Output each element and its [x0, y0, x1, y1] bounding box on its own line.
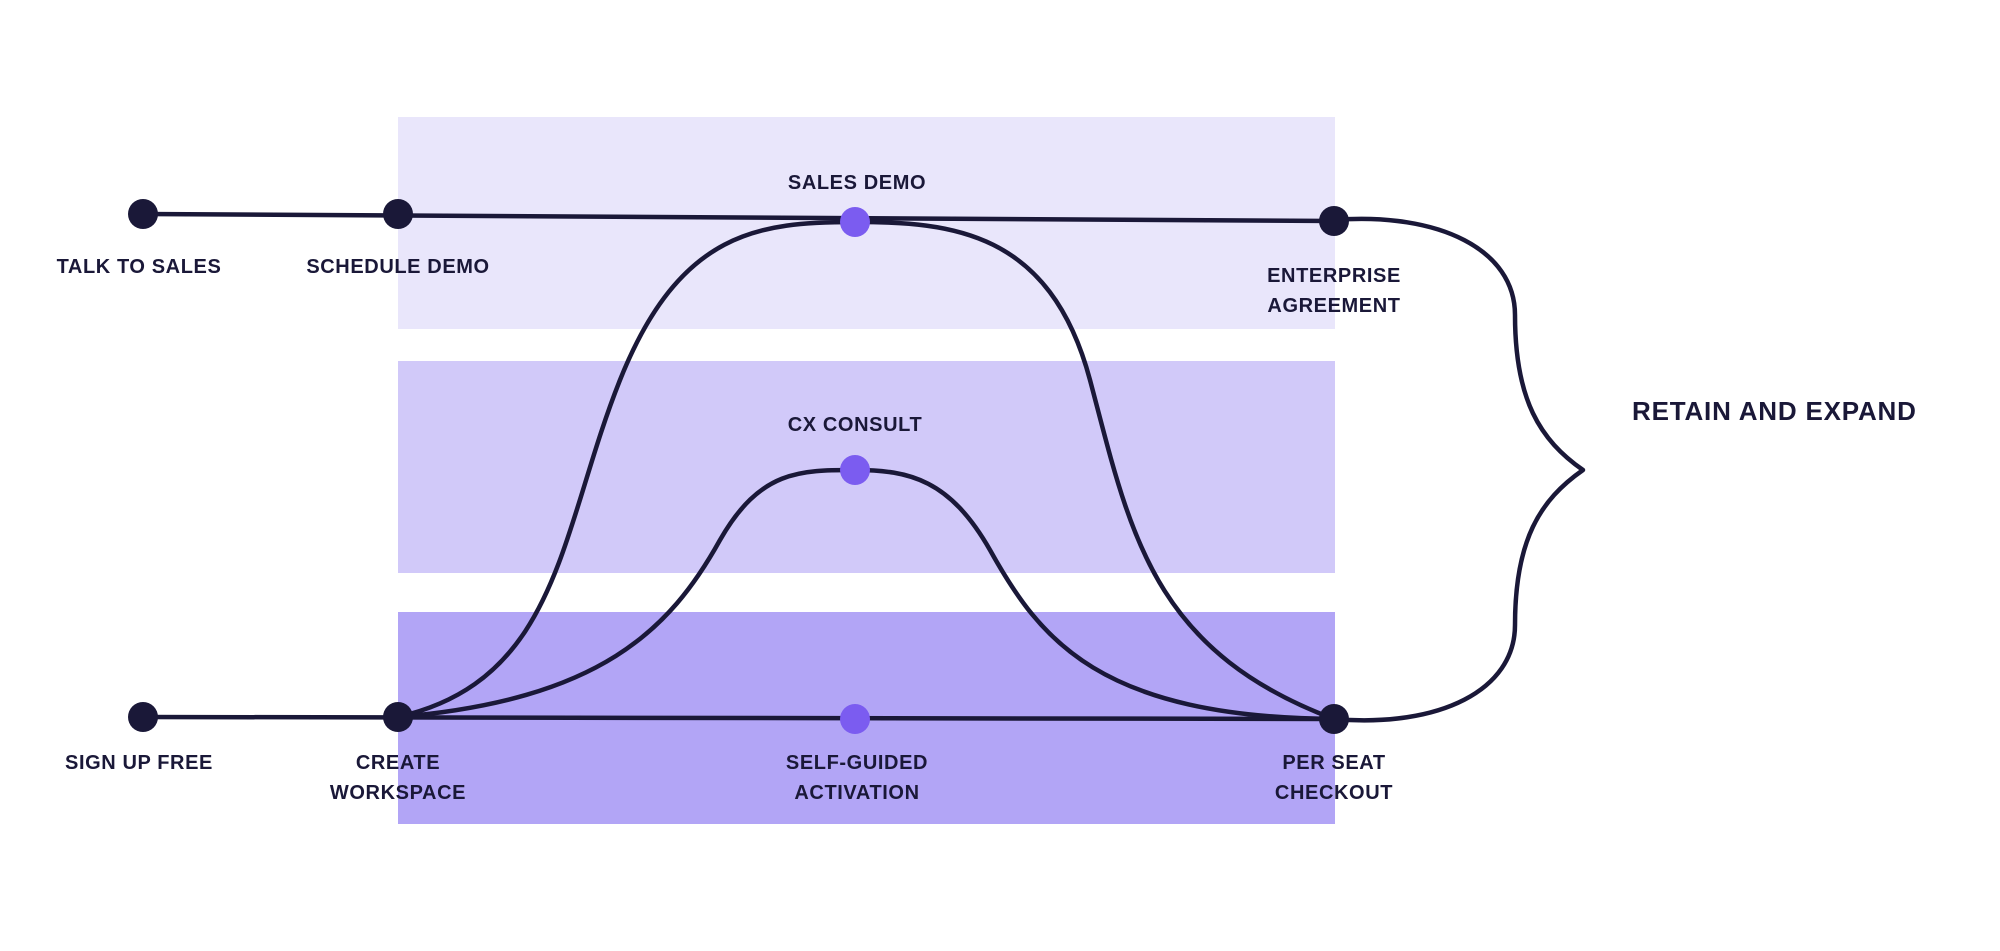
- talk-to-sales-label: TALK TO SALES: [57, 252, 222, 282]
- schedule-demo-node: [383, 199, 413, 229]
- create-text-line2: WORKSPACE: [329, 782, 467, 804]
- self-guided-activation-node: [840, 704, 870, 734]
- sign-up-free-node: [128, 702, 158, 732]
- per-seat-checkout-node: [1319, 704, 1349, 734]
- self-guided-activation-label: SELF-GUIDED ACTIVATION: [786, 748, 928, 808]
- cx-consult-label: CX CONSULT: [788, 410, 923, 440]
- per-seat-text-line1: PER SEAT: [1282, 752, 1386, 774]
- sign-up-free-text: SIGN UP FREE: [65, 752, 213, 774]
- talk-to-sales-text: TALK TO SALES: [56, 256, 222, 278]
- sales-demo-text: SALES DEMO: [787, 172, 927, 194]
- enterprise-text-line1: ENTERPRISE: [1267, 265, 1401, 287]
- sales-demo-label: SALES DEMO: [788, 168, 926, 198]
- self-guided-text-line2: ACTIVATION: [794, 782, 920, 804]
- sign-up-free-label: SIGN UP FREE: [65, 748, 213, 778]
- cx-consult-node: [840, 455, 870, 485]
- create-workspace-label: CREATE WORKSPACE: [330, 748, 466, 808]
- enterprise-agreement-node: [1319, 206, 1349, 236]
- enterprise-agreement-label: ENTERPRISE AGREEMENT: [1267, 261, 1401, 321]
- self-guided-path-line: [140, 714, 1337, 722]
- per-seat-text-line2: CHECKOUT: [1274, 782, 1394, 804]
- self-guided-text-line1: SELF-GUIDED: [785, 752, 929, 774]
- create-workspace-node: [383, 702, 413, 732]
- enterprise-text-line2: AGREEMENT: [1267, 295, 1401, 317]
- sales-path-line: [140, 211, 1337, 224]
- schedule-demo-label: SCHEDULE DEMO: [306, 252, 489, 282]
- per-seat-checkout-label: PER SEAT CHECKOUT: [1275, 748, 1393, 808]
- cx-consult-text: CX CONSULT: [787, 414, 923, 436]
- schedule-demo-text: SCHEDULE DEMO: [306, 256, 490, 278]
- retain-and-expand-label: RETAIN AND EXPAND: [1632, 394, 1917, 428]
- sales-demo-node: [840, 207, 870, 237]
- retain-brace: [1331, 216, 1586, 723]
- retain-and-expand-text: RETAIN AND EXPAND: [1632, 396, 1917, 426]
- create-text-line1: CREATE: [355, 752, 441, 774]
- talk-to-sales-node: [128, 199, 158, 229]
